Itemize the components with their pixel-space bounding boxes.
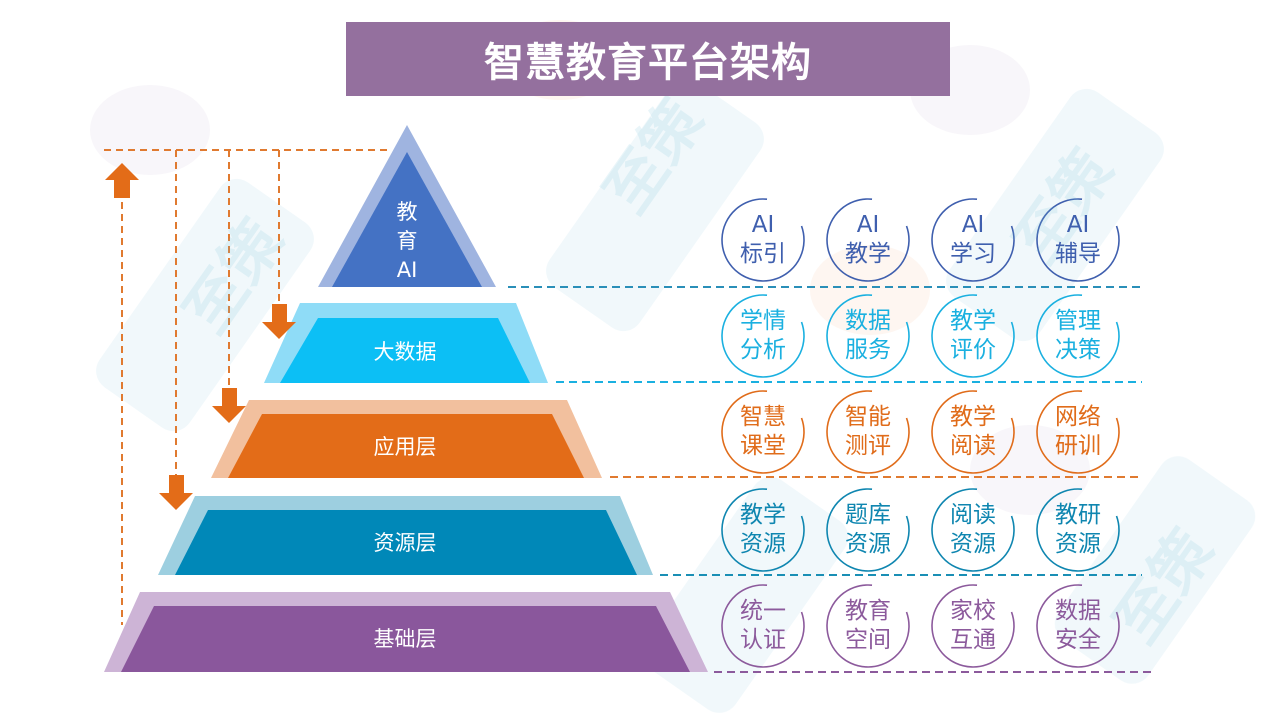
item-circle	[721, 488, 805, 572]
arrow-up-icon	[105, 163, 139, 198]
item-label-line: AI	[961, 212, 985, 238]
item-circle	[721, 584, 805, 668]
item-label-line: 互通	[950, 627, 996, 653]
item-label: 数据安全	[1036, 597, 1120, 655]
item-label-line: 认证	[740, 627, 786, 653]
item-label-line: 教学	[845, 241, 891, 267]
item-label-line: 智能	[845, 404, 891, 430]
item-label-line: 数据	[845, 308, 891, 334]
item-label: AI 标引	[721, 211, 805, 269]
item-label-line: 资源	[1055, 531, 1101, 557]
item-label-line: 家校	[950, 598, 996, 624]
item-label-line: 教学	[740, 502, 786, 528]
item-circle	[826, 488, 910, 572]
item-label-line: AI	[1066, 212, 1090, 238]
layer-1-shape	[332, 152, 482, 287]
item-circle	[931, 294, 1015, 378]
item-label: 学情分析	[721, 307, 805, 365]
item-label-line: 学习	[950, 241, 996, 267]
item-label: 统一认证	[721, 597, 805, 655]
item-label-line: 资源	[845, 531, 891, 557]
item-label-line: 辅导	[1055, 241, 1101, 267]
layer-1-label-line: 教	[396, 200, 418, 224]
layer-3-shape	[228, 414, 584, 478]
layer-1-label: 教 育 AI	[307, 198, 507, 285]
item-label-line: 教学	[950, 404, 996, 430]
item-circle	[931, 390, 1015, 474]
item-label-line: 服务	[845, 337, 891, 363]
item-label-line: 安全	[1055, 627, 1101, 653]
arrow-down-icon	[212, 388, 246, 423]
layer-3-label: 应用层	[373, 435, 437, 459]
item-label-line: 统一	[740, 598, 786, 624]
item-circle	[1036, 488, 1120, 572]
item-label: 题库资源	[826, 501, 910, 559]
item-label-line: 资源	[950, 531, 996, 557]
item-label-line: 研训	[1055, 433, 1101, 459]
item-label-line: 教研	[1055, 502, 1101, 528]
page-title: 智慧教育平台架构	[346, 22, 950, 96]
item-label-line: 网络	[1055, 404, 1101, 430]
item-circle	[826, 390, 910, 474]
layer-1-label-line: AI	[396, 258, 418, 282]
item-label-line: 标引	[740, 241, 786, 267]
item-label-line: 智慧	[740, 404, 786, 430]
item-label: 教学阅读	[931, 403, 1015, 461]
layer-5-shape	[121, 606, 690, 672]
layer-2-shape	[280, 318, 530, 383]
item-label-line: AI	[856, 212, 880, 238]
item-circle	[826, 198, 910, 282]
item-label: 家校互通	[931, 597, 1015, 655]
item-label-line: 决策	[1055, 337, 1101, 363]
layer-4-label: 资源层	[373, 531, 437, 555]
item-label-line: 评价	[950, 337, 996, 363]
item-label: 智慧课堂	[721, 403, 805, 461]
item-label-line: 题库	[845, 502, 891, 528]
item-label-line: 课堂	[740, 433, 786, 459]
item-label: 阅读资源	[931, 501, 1015, 559]
item-label-line: 空间	[845, 627, 891, 653]
layer-4-shape	[175, 510, 637, 575]
item-circle	[826, 294, 910, 378]
arrow-down-icon	[262, 304, 296, 339]
item-label-line: 教学	[950, 308, 996, 334]
item-label-line: 测评	[845, 433, 891, 459]
item-label: 教研资源	[1036, 501, 1120, 559]
item-circle	[721, 390, 805, 474]
item-label-line: 阅读	[950, 502, 996, 528]
item-label: AI 教学	[826, 211, 910, 269]
item-circle	[721, 198, 805, 282]
layer-2-label: 大数据	[373, 340, 437, 364]
item-label-line: AI	[751, 212, 775, 238]
item-label: 数据服务	[826, 307, 910, 365]
item-label-line: 资源	[740, 531, 786, 557]
item-label: 智能测评	[826, 403, 910, 461]
item-label: AI 辅导	[1036, 211, 1120, 269]
item-label: AI 学习	[931, 211, 1015, 269]
item-circle	[721, 294, 805, 378]
item-label-line: 数据	[1055, 598, 1101, 624]
item-label-line: 学情	[740, 308, 786, 334]
item-circle	[931, 488, 1015, 572]
layer-1-label-line: 育	[396, 229, 418, 253]
item-label-line: 教育	[845, 598, 891, 624]
item-circle	[931, 584, 1015, 668]
item-circle	[931, 198, 1015, 282]
arrow-down-icon	[159, 475, 193, 510]
item-label-line: 阅读	[950, 433, 996, 459]
item-label: 管理决策	[1036, 307, 1120, 365]
item-label-line: 分析	[740, 337, 786, 363]
item-circle	[826, 584, 910, 668]
flow-lines	[104, 149, 388, 625]
item-label: 网络研训	[1036, 403, 1120, 461]
item-circle	[1036, 584, 1120, 668]
layer-5-label: 基础层	[373, 627, 437, 651]
item-label: 教育空间	[826, 597, 910, 655]
item-label: 教学资源	[721, 501, 805, 559]
item-label-line: 管理	[1055, 308, 1101, 334]
item-label: 教学评价	[931, 307, 1015, 365]
